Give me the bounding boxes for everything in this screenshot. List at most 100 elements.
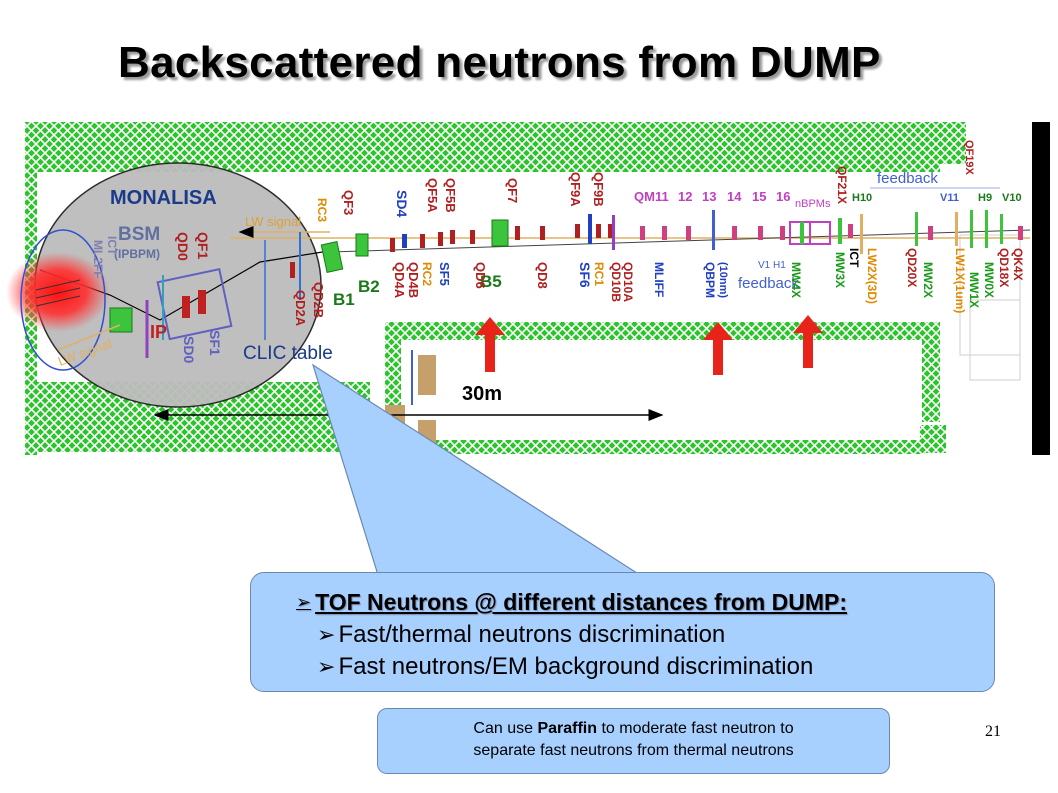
bullet-arrow-icon: ➢ xyxy=(317,622,336,648)
inner-wall-left xyxy=(385,335,401,405)
qm-label: 12 xyxy=(678,189,692,204)
nbpms-label: nBPMs xyxy=(795,198,831,210)
monalisa-label: MONALISA xyxy=(110,187,217,209)
feedback-mid-label: feedback xyxy=(738,275,799,292)
element-label: SD4 xyxy=(394,190,410,217)
element-label: MW2X xyxy=(921,262,935,298)
faint-outlines xyxy=(959,234,1021,381)
v1h1-label: V1 H1 xyxy=(758,260,786,271)
red-arrow-3 xyxy=(793,315,823,368)
element-label: V10 xyxy=(1002,192,1022,204)
note-text: Can use xyxy=(473,720,538,737)
element-label: SF5 xyxy=(437,262,452,286)
element-label: QF21X xyxy=(835,166,849,204)
neutron-arrows xyxy=(475,315,823,375)
bottom-block-c xyxy=(920,425,946,453)
qd0-magnet xyxy=(182,296,190,318)
qf1-magnet xyxy=(198,290,206,314)
element-label: QBPM xyxy=(703,262,717,298)
element-label: SF1 xyxy=(207,330,223,356)
callout-bullet: ➢ Fast neutrons/EM background discrimina… xyxy=(317,653,813,681)
tan-block-1 xyxy=(418,355,436,395)
element-label: (10nm) xyxy=(717,262,729,298)
lw-signal-label: LW signal xyxy=(245,214,301,229)
scale-label: 30m xyxy=(462,383,502,405)
dump-ellipse xyxy=(20,229,106,371)
qm-label: 16 xyxy=(776,189,790,204)
paraffin-note: Can use Paraffin to moderate fast neutro… xyxy=(377,708,890,774)
element-label: LW1X(1um) xyxy=(953,248,967,313)
element-label: RC2 xyxy=(420,262,434,286)
beam-line-ip xyxy=(329,229,1031,253)
callout-bullet: ➢ Fast/thermal neutrons discrimination xyxy=(317,621,725,649)
element-label: QD2B xyxy=(311,282,326,318)
note-line-1: Can use Paraffin to moderate fast neutro… xyxy=(378,718,889,740)
element-label: LW2X(3D) xyxy=(865,248,879,304)
element-label: QD8 xyxy=(535,262,550,289)
element-label: QD10B xyxy=(609,262,623,302)
slide-title: Backscattered neutrons from DUMP xyxy=(118,38,881,87)
element-label: QF5B xyxy=(443,178,458,213)
bend-label: B2 xyxy=(358,277,380,296)
element-label: QD4A xyxy=(392,262,407,299)
element-label: RC1 xyxy=(592,262,606,286)
callout-bullet-text: Fast/thermal neutrons discrimination xyxy=(338,621,726,648)
element-label: QF19X xyxy=(963,140,975,176)
bullet-arrow-icon: ➢ xyxy=(317,654,336,680)
inner-wall-right xyxy=(922,322,940,422)
clic-table-label: CLIC table xyxy=(243,343,333,364)
callout-heading: ➢ TOF Neutrons @ different distances fro… xyxy=(296,589,847,616)
note-text: to moderate fast neutron to xyxy=(597,720,794,737)
element-label: QD2A xyxy=(293,290,308,327)
bullet-arrow-icon: ➢ xyxy=(296,592,312,613)
em-signal-line xyxy=(57,324,121,351)
right-black-bar xyxy=(1032,122,1050,455)
element-label: ML2FF xyxy=(91,240,105,279)
ipbpm-label: (IPBPM) xyxy=(114,247,160,261)
feedback-top-label: feedback xyxy=(877,170,938,187)
bottom-wall-b xyxy=(405,440,925,454)
element-label: V11 xyxy=(940,192,959,204)
qm-label: 15 xyxy=(752,189,766,204)
element-label: QF3 xyxy=(341,190,356,215)
element-label: MW4X xyxy=(789,262,803,298)
qm-label: 14 xyxy=(727,189,742,204)
qm-label: QM11 xyxy=(634,189,669,204)
element-label: QD18X xyxy=(997,248,1011,287)
dump-glow xyxy=(6,252,110,332)
element-label: SD0 xyxy=(181,336,197,363)
element-label: ICT xyxy=(105,236,119,256)
element-label: QD10A xyxy=(621,262,635,302)
callout-bullet-text: Fast neutrons/EM background discriminati… xyxy=(338,653,814,680)
element-label: MW3X xyxy=(833,252,847,288)
red-arrow-2 xyxy=(703,322,733,375)
element-label: ICT xyxy=(847,248,861,268)
element-label: QF9A xyxy=(568,172,583,207)
tof-callout: ➢ TOF Neutrons @ different distances fro… xyxy=(250,572,995,692)
note-line-2: separate fast neutrons from thermal neut… xyxy=(473,742,794,759)
element-label: QD20X xyxy=(905,248,919,287)
element-label: QK4X xyxy=(1011,248,1025,281)
element-label: QF1 xyxy=(195,232,211,259)
element-label: SF6 xyxy=(577,262,593,288)
element-label: QD6 xyxy=(473,262,488,289)
element-label: MLIFF xyxy=(652,262,666,297)
red-arrow-1 xyxy=(475,317,505,372)
element-label: MW0X xyxy=(982,262,996,298)
callout-heading-text: TOF Neutrons @ different distances from … xyxy=(315,589,847,615)
bend-label: B1 xyxy=(333,290,355,309)
qm-label: 13 xyxy=(702,189,716,204)
qm-labels: QM11 12 13 14 15 16 xyxy=(634,189,790,204)
dump-hatching xyxy=(35,279,81,307)
note-bold-text: Paraffin xyxy=(537,720,598,737)
element-label: QF7 xyxy=(505,178,520,203)
element-label: H10 xyxy=(852,192,872,204)
element-label: QF9B xyxy=(591,172,606,207)
slide-number: 21 xyxy=(985,723,1001,740)
element-label: QD0 xyxy=(175,232,191,261)
beamline-magnets xyxy=(290,210,1023,278)
top-wall-end xyxy=(938,122,966,164)
